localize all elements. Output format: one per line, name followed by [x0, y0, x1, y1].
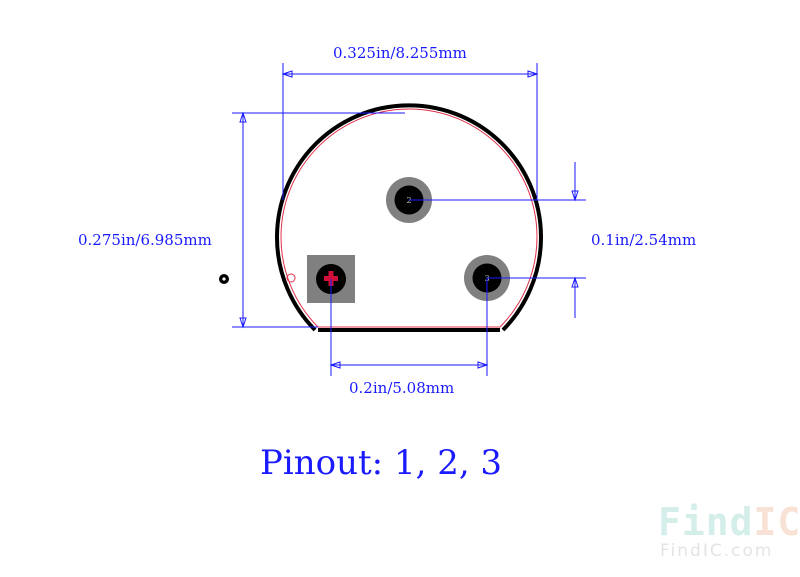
pinout-label: Pinout: 1, 2, 3	[260, 443, 503, 483]
body-outline	[275, 103, 543, 332]
courtyard-outline	[280, 108, 538, 328]
dimension-lines	[232, 63, 586, 376]
watermark-url: FindIC.com	[660, 541, 774, 561]
horizontal-pitch-label: 0.2in/5.08mm	[349, 379, 455, 397]
watermark-logo: FindIC	[658, 500, 800, 544]
pin1-indicator	[286, 273, 296, 283]
width-dimension-label: 0.325in/8.255mm	[333, 44, 467, 62]
vertical-pitch-label: 0.1in/2.54mm	[591, 231, 697, 249]
height-dimension-label: 0.275in/6.985mm	[78, 231, 212, 249]
